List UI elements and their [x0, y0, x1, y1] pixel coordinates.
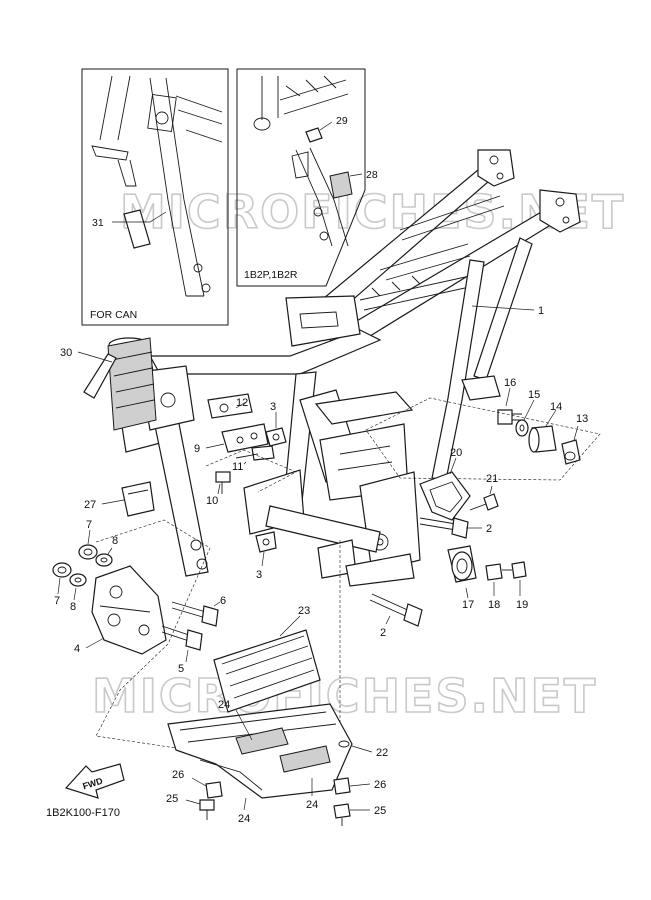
callout-2-upper: 2	[486, 523, 492, 535]
callout-24-a: 24	[218, 699, 230, 711]
frame-assembly-1	[108, 149, 581, 740]
callout-4: 4	[74, 643, 80, 655]
damper-14: 14	[528, 401, 562, 453]
collar-26-right: 26	[333, 777, 386, 795]
callout-5: 5	[178, 663, 184, 675]
decal-31	[123, 209, 151, 249]
callout-16: 16	[504, 377, 516, 389]
inset-1b2p-1b2r: 29 28 1B2P,1B2R	[236, 68, 378, 287]
callout-27: 27	[84, 499, 96, 511]
callout-7-upper: 7	[86, 519, 92, 531]
inset-caption-1b2p-1b2r: 1B2P,1B2R	[244, 269, 298, 281]
bushing-17: 17	[447, 545, 477, 611]
bolt-19: 19	[502, 561, 528, 611]
callout-6: 6	[220, 595, 226, 607]
inset-for-can: 31 FOR CAN	[81, 68, 229, 326]
grip-30: 30	[60, 337, 157, 431]
collar-13: 13	[561, 413, 588, 465]
callout-14: 14	[550, 401, 562, 413]
callout-31: 31	[92, 217, 104, 229]
diagram-code: 1B2K100-F170	[46, 807, 120, 819]
bolt-5: 5	[161, 625, 203, 675]
pad-28	[329, 171, 353, 199]
callout-28: 28	[366, 169, 378, 181]
collar-7-upper: 7	[78, 519, 98, 560]
callout-9: 9	[194, 443, 200, 455]
callout-24-b: 24	[238, 813, 250, 825]
callout-25-right: 25	[374, 805, 386, 817]
collar-26-left: 26	[172, 769, 223, 799]
skid-plate-22: 22	[167, 703, 388, 799]
callout-10: 10	[206, 495, 218, 507]
bolt-16: 16	[497, 377, 522, 425]
callout-18: 18	[488, 599, 500, 611]
callout-19: 19	[516, 599, 528, 611]
callout-29: 29	[336, 115, 348, 127]
screw-21: 21	[469, 473, 499, 511]
plate-9: 9	[194, 423, 269, 455]
callout-21: 21	[486, 473, 498, 485]
callout-22: 22	[376, 747, 388, 759]
pad-23: 23	[213, 605, 321, 713]
callout-23: 23	[298, 605, 310, 617]
callout-8-upper: 8	[112, 535, 118, 547]
bolt-25-left: 25	[166, 793, 215, 820]
callout-26-right: 26	[374, 779, 386, 791]
callout-12: 12	[236, 397, 248, 409]
callout-2-lower: 2	[380, 627, 386, 639]
bolt-10: 10	[206, 471, 231, 507]
callout-25-left: 25	[166, 793, 178, 805]
bracket-27: 27	[84, 481, 155, 517]
callout-1: 1	[538, 305, 544, 317]
callout-20: 20	[450, 447, 462, 459]
washer-15: 15	[515, 389, 540, 437]
collar-7-lower: 7	[52, 562, 72, 607]
fwd-arrow-icon: FWD	[64, 763, 125, 799]
inset-caption-for-can: FOR CAN	[90, 309, 137, 321]
nut-3-lower: 3	[255, 531, 277, 581]
bracket-12: 12	[207, 393, 253, 419]
bolt-2-upper: 2	[419, 517, 492, 539]
bolt-25-right: 25	[333, 803, 386, 826]
guide-20: 20	[419, 447, 471, 521]
washer-8-upper: 8	[95, 535, 118, 567]
watermark-bottom: MICROFICHES.NET	[92, 669, 597, 723]
callout-11: 11	[232, 461, 243, 473]
callout-7-lower: 7	[54, 595, 60, 607]
callout-3-lower: 3	[256, 569, 262, 581]
bolt-6: 6	[171, 595, 226, 627]
callout-15: 15	[528, 389, 540, 401]
callout-26-left: 26	[172, 769, 184, 781]
callout-8-lower: 8	[70, 601, 76, 613]
collar-18: 18	[485, 563, 503, 611]
callout-30: 30	[60, 347, 72, 359]
bolt-2-lower: 2	[369, 593, 423, 639]
callout-17: 17	[462, 599, 474, 611]
callout-13: 13	[576, 413, 588, 425]
washer-8-lower: 8	[69, 573, 87, 613]
engine-bracket-4: 4	[74, 565, 167, 655]
callout-24-c: 24	[306, 799, 318, 811]
plate-29	[305, 127, 323, 143]
callout-3-upper: 3	[270, 401, 276, 413]
nut-3-upper: 3	[265, 401, 287, 447]
